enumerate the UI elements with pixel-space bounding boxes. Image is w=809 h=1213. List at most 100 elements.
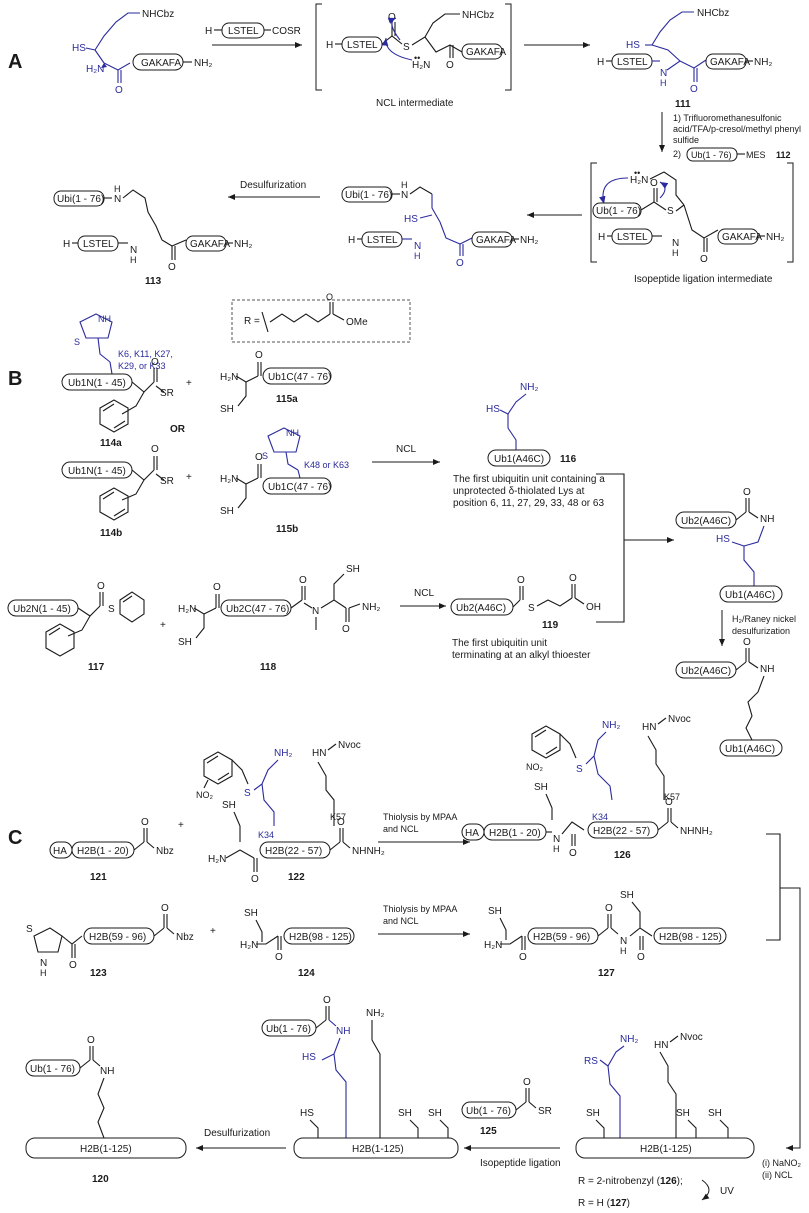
isopeptide-ligation-label: Isopeptide ligation [480,1158,561,1169]
desulfurization-label-c: Desulfurization [204,1128,270,1139]
svg-text:SH: SH [586,1108,600,1119]
svg-text:NH₂: NH₂ [520,235,538,246]
svg-text:SH: SH [346,564,360,575]
compound-122: NO₂ S NH₂ K34 HN Nvoc K57 SH H₂N O H2B(2… [196,740,385,885]
svg-text:SR: SR [538,1106,552,1117]
svg-text:SR: SR [160,388,174,399]
svg-text:O: O [637,952,645,963]
svg-text:Ub(1 - 76): Ub(1 - 76) [266,1024,311,1035]
svg-text:Nvoc: Nvoc [338,740,361,751]
svg-text:GAKAFA: GAKAFA [476,235,516,246]
svg-text:MES: MES [746,150,766,160]
svg-text:Ub2(A46C): Ub2(A46C) [681,516,731,527]
diubiquitin-thiol-product: Ub2(A46C) O NH HS Ub1(A46C) [675,487,783,603]
svg-text:O: O [690,84,698,95]
plus-c1: + [178,820,184,831]
svg-text:HS: HS [302,1052,316,1063]
svg-text:K29, or K33: K29, or K33 [118,361,166,371]
conditions-a: 1) Trifluoromethanesulfonic acid/TFA/p-c… [673,113,801,162]
compound-116: HS NH₂ Ub1(A46C) 116 The first ubiquitin… [453,382,605,509]
svg-text:sulfide: sulfide [673,135,699,145]
ncl-label-1: NCL [396,444,416,455]
svg-text:HS: HS [486,404,500,415]
svg-text:S: S [667,206,674,217]
svg-text:SH: SH [428,1108,442,1119]
svg-text:H: H [130,255,137,265]
svg-text:Ub1C(47 - 76): Ub1C(47 - 76) [268,482,331,493]
svg-text:113: 113 [145,276,162,287]
svg-text:S: S [244,788,251,799]
svg-text:H2B(1-125): H2B(1-125) [640,1144,692,1155]
svg-text:NHCbz: NHCbz [697,8,729,19]
nhcbz-label: NHCbz [142,9,174,20]
svg-text:O: O [141,817,149,828]
desulfurization-label-a: Desulfurization [240,180,306,191]
diubiquitin-product: Ub2(A46C) O NH Ub1(A46C) [675,637,783,757]
svg-text:NH: NH [98,314,111,324]
svg-text:Nvoc: Nvoc [668,714,691,725]
svg-text:O: O [388,12,396,23]
svg-text:H2B(1-125): H2B(1-125) [352,1144,404,1155]
svg-text:H₂N: H₂N [178,604,196,615]
svg-text:NHCbz: NHCbz [462,10,494,21]
svg-text:N: N [660,68,667,79]
compound-126: NO₂ S NH₂ K34 HN Nvoc K57 SH HA H2B(1 - … [461,714,713,861]
svg-text:K34: K34 [592,812,608,822]
svg-text:GAKAFA: GAKAFA [710,57,750,68]
svg-text:2): 2) [673,149,681,159]
svg-text:NO₂: NO₂ [526,762,544,772]
compound-113: Ubi(1 - 76) N H H LSTEL N H O GAKAFA NH₂… [53,184,252,287]
svg-text:Ub2N(1 - 45): Ub2N(1 - 45) [13,604,71,615]
svg-text:O: O [69,960,77,971]
arrow-c3 [780,887,801,1151]
panel-a-starting-material: NHCbz HS H₂N O GAKAFA NH₂ [72,9,212,96]
svg-text:SH: SH [534,782,548,793]
svg-text:H2B(22 - 57): H2B(22 - 57) [265,846,322,857]
plus-b3: + [160,620,166,631]
svg-text:Ub1(A46C): Ub1(A46C) [494,454,544,465]
svg-text:O: O [605,903,613,914]
svg-text:O: O [168,262,176,273]
svg-text:position 6, 11, 27, 29, 33, 48: position 6, 11, 27, 29, 33, 48 or 63 [453,498,604,509]
svg-text:N: N [40,958,47,969]
compound-124: SH H₂N O H2B(98 - 125) 124 [240,908,355,979]
svg-text:O: O [151,444,159,455]
plus-b1: + [186,378,192,389]
svg-text:H: H [598,232,605,243]
svg-text:H₂N: H₂N [220,474,238,485]
svg-text:H₂N: H₂N [484,940,502,951]
svg-text:119: 119 [542,620,559,631]
compound-125: Ub(1 - 76) O SR 125 [461,1077,552,1137]
svg-text:124: 124 [298,968,315,979]
svg-text:H: H [660,78,667,88]
svg-text:SR: SR [160,476,174,487]
svg-text:Ub(1 - 76): Ub(1 - 76) [691,150,732,160]
svg-text:O: O [87,1035,95,1046]
svg-text:(ii) NCL: (ii) NCL [762,1170,793,1180]
svg-text:127: 127 [598,968,615,979]
svg-text:114b: 114b [100,528,122,539]
svg-text:H₂N: H₂N [220,372,238,383]
svg-text:118: 118 [260,662,277,673]
compound-114a: NH S K6, K11, K27, K29, or K33 Ub1N(1 - … [61,313,174,449]
svg-text:HA: HA [53,846,67,857]
svg-text:Ub(1 - 76): Ub(1 - 76) [466,1106,511,1117]
svg-text:H: H [553,844,560,854]
amine-label: H₂N [86,64,104,75]
svg-text:Ub1(A46C): Ub1(A46C) [725,590,775,601]
svg-text:HS: HS [626,40,640,51]
svg-text:S: S [108,604,115,615]
thiolysis-label-1: Thiolysis by MPAA [383,812,457,822]
r-definition-126: R = 2-nitrobenzyl (126); [578,1176,683,1187]
svg-text:H: H [205,26,212,37]
or-label: OR [170,424,186,435]
svg-text:GAKAFA: GAKAFA [190,239,230,250]
section-label-a: A [8,51,22,73]
svg-text:H2B(1 - 20): H2B(1 - 20) [489,828,541,839]
svg-text:O: O [323,995,331,1006]
svg-text:S: S [26,924,33,935]
svg-text:O: O [665,797,673,808]
svg-text:Ubi(1 - 76): Ubi(1 - 76) [57,194,104,205]
svg-text:••: •• [414,53,420,63]
